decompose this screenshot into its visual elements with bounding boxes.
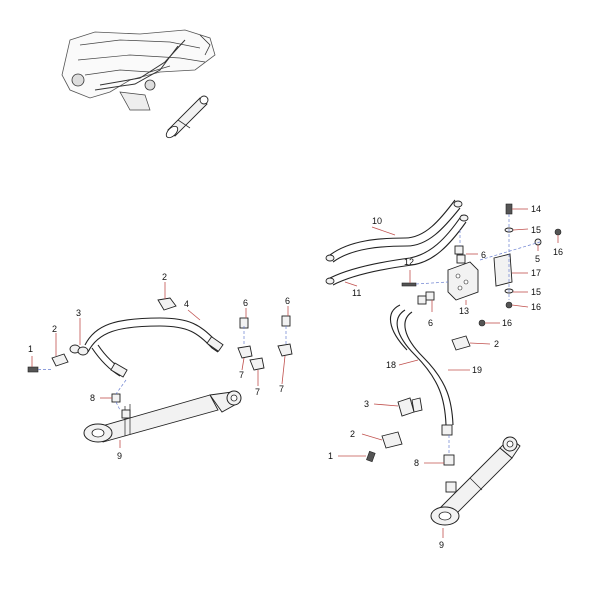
callout-right-13: 13	[459, 306, 469, 316]
right-clamps	[366, 335, 471, 463]
right-lower-hoses	[390, 304, 457, 493]
left-fittings	[27, 297, 293, 419]
callout-left-9: 9	[117, 451, 122, 461]
callout-right-16a: 16	[553, 247, 563, 257]
callout-left-4: 4	[184, 299, 189, 309]
callout-left-1: 1	[28, 344, 33, 354]
callout-right-15b: 15	[531, 287, 541, 297]
callout-right-17: 17	[531, 268, 541, 278]
callout-right-14: 14	[531, 204, 541, 214]
overview-inset	[61, 29, 216, 139]
callout-left-7a: 7	[239, 370, 244, 380]
callout-left-8: 8	[90, 393, 95, 403]
callout-right-18: 18	[386, 360, 396, 370]
left-cylinder	[83, 390, 242, 443]
callout-right-11: 11	[352, 288, 361, 298]
callout-right-16b: 16	[531, 302, 541, 312]
callout-left-6b: 6	[285, 296, 290, 306]
callout-right-15a: 15	[531, 225, 541, 235]
left-assembly: 1 2 3 2 4 6 6 7 7 7 8 9	[27, 272, 293, 461]
left-callouts: 1 2 3 2 4 6 6 7 7 7 8 9	[28, 272, 290, 461]
right-leaders	[338, 208, 559, 538]
right-valve-block	[401, 230, 513, 305]
callout-right-9: 9	[439, 540, 444, 550]
callout-left-2b: 2	[162, 272, 167, 282]
callout-right-12: 12	[404, 257, 414, 267]
right-assembly: 10 11 12 13 6 6 14 15 5 16 17 15 16 16 2…	[325, 199, 563, 550]
callout-right-3: 3	[364, 399, 369, 409]
callout-left-6a: 6	[243, 298, 248, 308]
callout-right-6a: 6	[428, 318, 433, 328]
callout-right-19: 19	[472, 365, 482, 375]
right-cylinder	[430, 436, 521, 526]
callout-left-7c: 7	[279, 384, 284, 394]
callout-left-7b: 7	[255, 387, 260, 397]
callout-right-16c: 16	[502, 318, 512, 328]
callout-right-6b: 6	[481, 250, 486, 260]
left-hose-pair	[84, 317, 224, 378]
callout-right-8: 8	[414, 458, 419, 468]
callout-right-2a: 2	[494, 339, 499, 349]
left-leaders	[31, 282, 289, 448]
callout-left-2a: 2	[52, 324, 57, 334]
callout-left-3: 3	[76, 308, 81, 318]
right-hardware	[478, 203, 562, 327]
callout-right-1: 1	[328, 451, 333, 461]
right-upper-hoses	[325, 199, 469, 286]
callout-right-10: 10	[372, 216, 382, 226]
callout-right-2b: 2	[350, 429, 355, 439]
right-callouts: 10 11 12 13 6 6 14 15 5 16 17 15 16 16 2…	[328, 204, 563, 550]
callout-right-5: 5	[535, 254, 540, 264]
